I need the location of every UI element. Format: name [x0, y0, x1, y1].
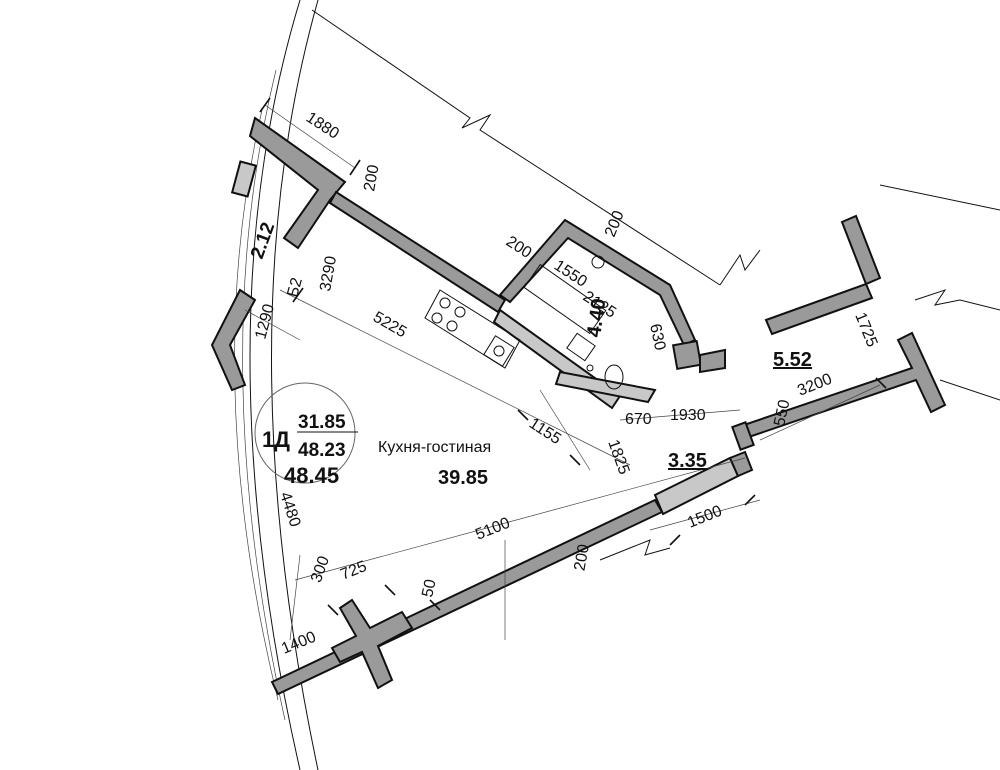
bathtub — [523, 263, 607, 335]
apartment-area-circle — [254, 382, 356, 484]
dim-200-d: 200 — [572, 543, 593, 572]
shower-icon — [591, 255, 605, 269]
kitchen-fixtures — [424, 289, 521, 369]
sink-icon — [483, 335, 515, 367]
column — [330, 598, 414, 690]
drain-icon — [586, 364, 594, 372]
small-pillar — [731, 421, 755, 451]
dim-200-b: 200 — [503, 233, 535, 262]
dim-3290: 3290 — [317, 255, 340, 293]
dim-630: 630 — [646, 322, 668, 352]
balcony-code: Б2 — [284, 276, 305, 299]
dim-1725: 1725 — [851, 310, 880, 349]
ventilation-duct — [671, 339, 703, 371]
walls — [210, 116, 947, 696]
dim-1400: 1400 — [279, 629, 318, 658]
dim-1880: 1880 — [303, 109, 342, 143]
dim-200: 200 — [361, 163, 382, 192]
dim-50: 50 — [419, 578, 439, 599]
hall-area: 3.35 — [668, 450, 707, 472]
storage-wall-lower — [764, 282, 874, 336]
balcony-wall-lower — [210, 288, 257, 392]
balcony-wall — [248, 116, 347, 250]
dim-4480: 4480 — [276, 490, 303, 529]
bathroom-area: 4.40 — [583, 297, 610, 339]
dim-1290: 1290 — [252, 302, 278, 341]
area-with-balcony: 48.45 — [284, 463, 339, 488]
toilet — [604, 364, 624, 390]
dim-200-c: 200 — [602, 208, 628, 239]
total-area: 48.23 — [298, 440, 346, 461]
curved-facade — [234, 0, 319, 770]
dim-1930: 1930 — [670, 407, 706, 424]
bottom-wall — [270, 498, 664, 696]
door-jamb — [728, 450, 754, 478]
living-area: 31.85 — [298, 412, 346, 433]
bathroom-wall — [498, 218, 697, 347]
bathroom-fixtures — [523, 255, 624, 390]
window-block — [230, 160, 258, 198]
storage-area: 5.52 — [773, 349, 812, 371]
washbasin — [566, 332, 596, 362]
break-lines — [311, 9, 1000, 561]
right-t-wall — [733, 331, 947, 442]
dim-5100: 5100 — [473, 515, 512, 544]
kitchen-living-area: 39.85 — [438, 467, 488, 489]
dim-1825: 1825 — [604, 438, 632, 477]
dim-1500: 1500 — [685, 503, 724, 532]
dim-550: 550 — [771, 398, 793, 428]
dim-670: 670 — [625, 411, 652, 428]
storage-wall — [840, 214, 882, 286]
dim-1155: 1155 — [526, 415, 564, 448]
kitchen-living-name: Кухня-гостиная — [378, 439, 491, 456]
apartment-code: 1Д — [262, 427, 290, 452]
dim-5225: 5225 — [370, 309, 409, 342]
duct-wall — [699, 348, 726, 374]
dimension-lines — [244, 97, 887, 641]
dim-725: 725 — [338, 558, 369, 584]
stove-icon — [431, 297, 466, 332]
upper-wall — [328, 190, 507, 314]
bathroom-bottom-wall — [554, 370, 657, 404]
dim-300: 300 — [308, 554, 333, 585]
kitchen-counter — [424, 289, 521, 369]
